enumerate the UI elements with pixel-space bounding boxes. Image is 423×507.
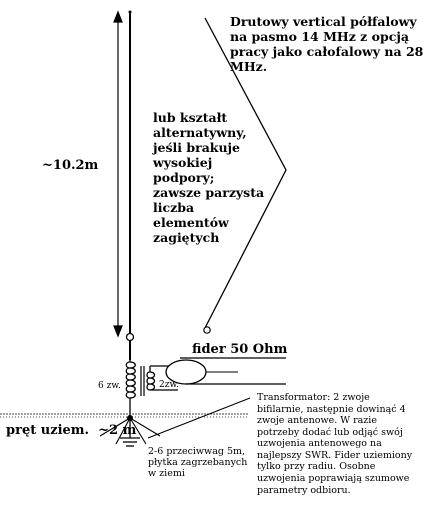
- alternative-shape-note: lub kształt alternatywny, jeśli brakuje …: [153, 110, 265, 245]
- base-insulator: [125, 332, 135, 342]
- ground-rod: [120, 420, 140, 447]
- feeder-label: fider 50 Ohm: [192, 342, 288, 357]
- primary-turns-label: 6 zw.: [98, 381, 121, 391]
- antenna-diagram: [0, 10, 287, 447]
- height-dimension-arrow: [113, 10, 123, 338]
- diagram-title: Drutowy vertical półfalowy na pasmo 14 M…: [230, 14, 423, 74]
- radiator-height-label: ~10.2m: [42, 158, 99, 173]
- secondary-turns-label: 2zw.: [159, 380, 179, 390]
- top-wire-end: [128, 10, 132, 14]
- ground-plates-note: 2-6 przeciwwag 5m, płytka zagrzebanych w…: [148, 446, 248, 480]
- coax-feeder: [165, 357, 286, 385]
- alternative-end-insulator: [203, 326, 211, 334]
- ground-surface: [0, 413, 248, 418]
- transformer-core: [140, 366, 145, 396]
- transformer-note-pointer: [147, 397, 251, 439]
- ground-rod-label: pręt uziem. ~2 m: [6, 423, 137, 438]
- ground-radials: [99, 417, 161, 445]
- transformer-note: Transformator: 2 zwoje bifilarnie, nastę…: [257, 392, 413, 496]
- alternative-bent-element: [204, 17, 287, 329]
